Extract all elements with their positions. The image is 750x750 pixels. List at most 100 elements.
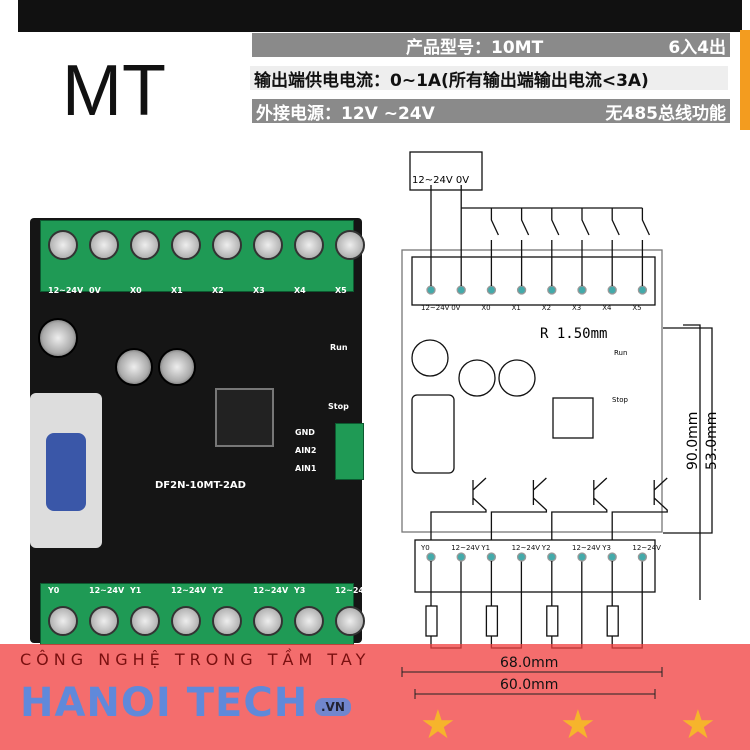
capacitor-outline xyxy=(411,339,449,377)
diagram-output-label: 12~24V xyxy=(512,544,541,552)
bottom-terminal-label: 12~24V xyxy=(335,586,371,595)
bottom-terminal-label: Y2 xyxy=(212,586,224,595)
watermark-brand: HANOI TECH xyxy=(20,680,309,726)
terminal-screw xyxy=(48,230,78,260)
capacitor-outline xyxy=(498,359,536,397)
power-box-label: 12~24V 0V xyxy=(412,175,469,186)
diagram-output-label: Y3 xyxy=(601,544,611,552)
bottom-terminal-label: Y3 xyxy=(294,586,306,595)
diagram-input-label: X4 xyxy=(602,304,612,312)
board-outline xyxy=(401,249,663,533)
switch-symbol xyxy=(641,208,650,286)
analog-label: AIN2 xyxy=(295,446,317,455)
top-bar xyxy=(18,0,742,32)
diagram-input-label: X5 xyxy=(632,304,641,312)
diagram-output-label: 12~24V xyxy=(572,544,601,552)
transistor-symbol xyxy=(490,477,548,540)
diagram-input-label: 0V xyxy=(451,304,460,312)
terminal-screw xyxy=(253,606,283,636)
terminal-screw xyxy=(130,606,160,636)
io-label: 6入4出 xyxy=(668,37,726,58)
switch-symbol xyxy=(581,208,590,286)
output-terminal-dot xyxy=(456,552,466,562)
output-terminal-strip xyxy=(414,539,656,593)
diagram-run-label: Run xyxy=(614,349,627,357)
terminal-screw xyxy=(335,230,365,260)
dim-width-inner-line xyxy=(414,689,656,699)
terminal-screw xyxy=(130,230,160,260)
bottom-terminal-label: Y0 xyxy=(48,586,60,595)
dim-width-outer: 68.0mm xyxy=(500,655,558,671)
dim-width-outer-line xyxy=(401,667,663,677)
output-current-row: 输出端供电电流：0~1A(所有输出端输出电流<3A) xyxy=(250,66,728,91)
model-row: 产品型号：10MT 6入4出 xyxy=(252,33,730,58)
bottom-terminal-label: 12~24V xyxy=(89,586,125,595)
db9-connector xyxy=(30,393,102,548)
diagram-input-label: X3 xyxy=(572,304,581,312)
power-supply: 外接电源：12V ~24V xyxy=(256,103,435,124)
stop-label: Stop xyxy=(328,402,349,411)
capacitor xyxy=(158,348,196,386)
star-icon: ★ xyxy=(560,702,596,748)
mcu-chip xyxy=(215,388,274,447)
transistor-symbol xyxy=(611,477,668,540)
hole-radius-label: R 1.50mm xyxy=(540,326,607,342)
switch-symbol xyxy=(551,208,560,286)
bottom-terminal-label: 12~24V xyxy=(171,586,207,595)
diagram-input-label: X1 xyxy=(512,304,521,312)
analog-label: AIN1 xyxy=(295,464,317,473)
dim-height-outer: 90.0mm xyxy=(685,412,701,470)
board-model: DF2N-10MT-2AD xyxy=(155,480,246,491)
terminal-screw xyxy=(335,606,365,636)
transistor-symbol xyxy=(430,477,487,540)
analog-terminal-block xyxy=(335,423,364,480)
terminal-screw xyxy=(89,606,119,636)
top-terminal-label: X2 xyxy=(212,286,224,295)
output-terminal-dot xyxy=(637,552,648,562)
terminal-screw xyxy=(89,230,119,260)
analog-label: GND xyxy=(295,428,315,437)
star-icon: ★ xyxy=(420,702,456,748)
terminal-screw xyxy=(171,606,201,636)
bottom-terminal-label: 12~24V xyxy=(253,586,289,595)
terminal-screw xyxy=(253,230,283,260)
chip-outline xyxy=(552,397,594,439)
top-terminal-label: X1 xyxy=(171,286,183,295)
output-terminal-dot xyxy=(516,552,527,562)
top-terminal-label: X0 xyxy=(130,286,142,295)
model-label: 产品型号：10MT xyxy=(406,37,544,58)
bottom-terminal-label: Y1 xyxy=(130,586,142,595)
dim-height-inner: 53.0mm xyxy=(704,412,720,470)
switch-symbol xyxy=(490,208,499,286)
terminal-screw xyxy=(294,606,324,636)
diagram-output-label: 12~24V xyxy=(632,544,661,552)
diagram-input-label: X2 xyxy=(542,304,551,312)
dim-width-inner: 60.0mm xyxy=(500,677,558,693)
capacitor xyxy=(115,348,153,386)
output-terminal-dot xyxy=(577,552,587,562)
accent-strip xyxy=(740,30,750,130)
power-box xyxy=(409,151,483,191)
top-terminal-label: 0V xyxy=(89,286,101,295)
top-terminal-label: X3 xyxy=(253,286,265,295)
diagram-output-label: Y2 xyxy=(541,544,551,552)
transistor-symbol xyxy=(551,477,608,540)
switch-symbol xyxy=(520,208,530,286)
star-icon: ★ xyxy=(680,702,716,748)
diagram-output-label: 12~24V xyxy=(451,544,480,552)
top-terminal-label: X4 xyxy=(294,286,306,295)
terminal-screw xyxy=(171,230,201,260)
variant-title: MT xyxy=(62,51,166,131)
capacitor-outline xyxy=(458,359,496,397)
diagram-output-label: Y1 xyxy=(480,544,490,552)
watermark-suffix: .VN xyxy=(315,698,351,716)
run-label: Run xyxy=(330,343,348,352)
diagram-input-label: X0 xyxy=(481,304,490,312)
watermark-slogan: CÔNG NGHỆ TRONG TẦM TAY xyxy=(20,650,371,669)
terminal-screw xyxy=(212,230,242,260)
terminal-screw xyxy=(212,606,242,636)
terminal-screw xyxy=(294,230,324,260)
